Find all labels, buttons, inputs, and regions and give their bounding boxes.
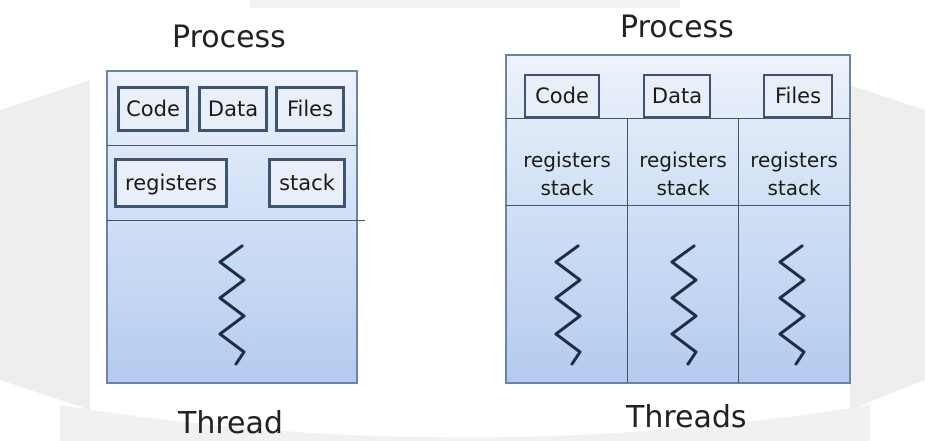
left-files-box: Files	[275, 86, 345, 132]
right-divider-1	[506, 118, 850, 119]
stack-label: stack	[767, 176, 821, 200]
thread-squiggle-icon	[670, 244, 698, 366]
left-registers-box: registers	[114, 158, 228, 208]
registers-label: registers	[750, 148, 838, 172]
stack-label: stack	[540, 176, 594, 200]
right-data-box: Data	[643, 74, 711, 118]
thread-squiggle-icon	[778, 244, 806, 366]
thread-squiggle-icon	[218, 244, 246, 366]
right-divider-2	[506, 205, 850, 206]
left-stack-box: stack	[268, 158, 346, 208]
right-process-title: Process	[620, 10, 734, 45]
registers-label: registers	[523, 148, 611, 172]
left-thread-caption: Thread	[178, 406, 283, 441]
registers-label: registers	[639, 148, 727, 172]
left-divider-1	[107, 145, 357, 146]
right-column-divider-1	[627, 118, 628, 383]
right-code-box: Code	[524, 74, 600, 118]
stack-label: stack	[656, 176, 710, 200]
right-thread-3-registers-stack: registers stack	[739, 146, 849, 202]
left-process-title: Process	[172, 20, 286, 55]
right-thread-1-registers-stack: registers stack	[507, 146, 627, 202]
right-column-divider-2	[738, 118, 739, 383]
left-code-box: Code	[117, 86, 189, 132]
left-data-box: Data	[198, 86, 268, 132]
left-divider-2	[107, 220, 365, 221]
thread-squiggle-icon	[554, 244, 582, 366]
right-files-box: Files	[763, 74, 833, 118]
right-thread-2-registers-stack: registers stack	[628, 146, 738, 202]
right-threads-caption: Threads	[626, 400, 747, 435]
